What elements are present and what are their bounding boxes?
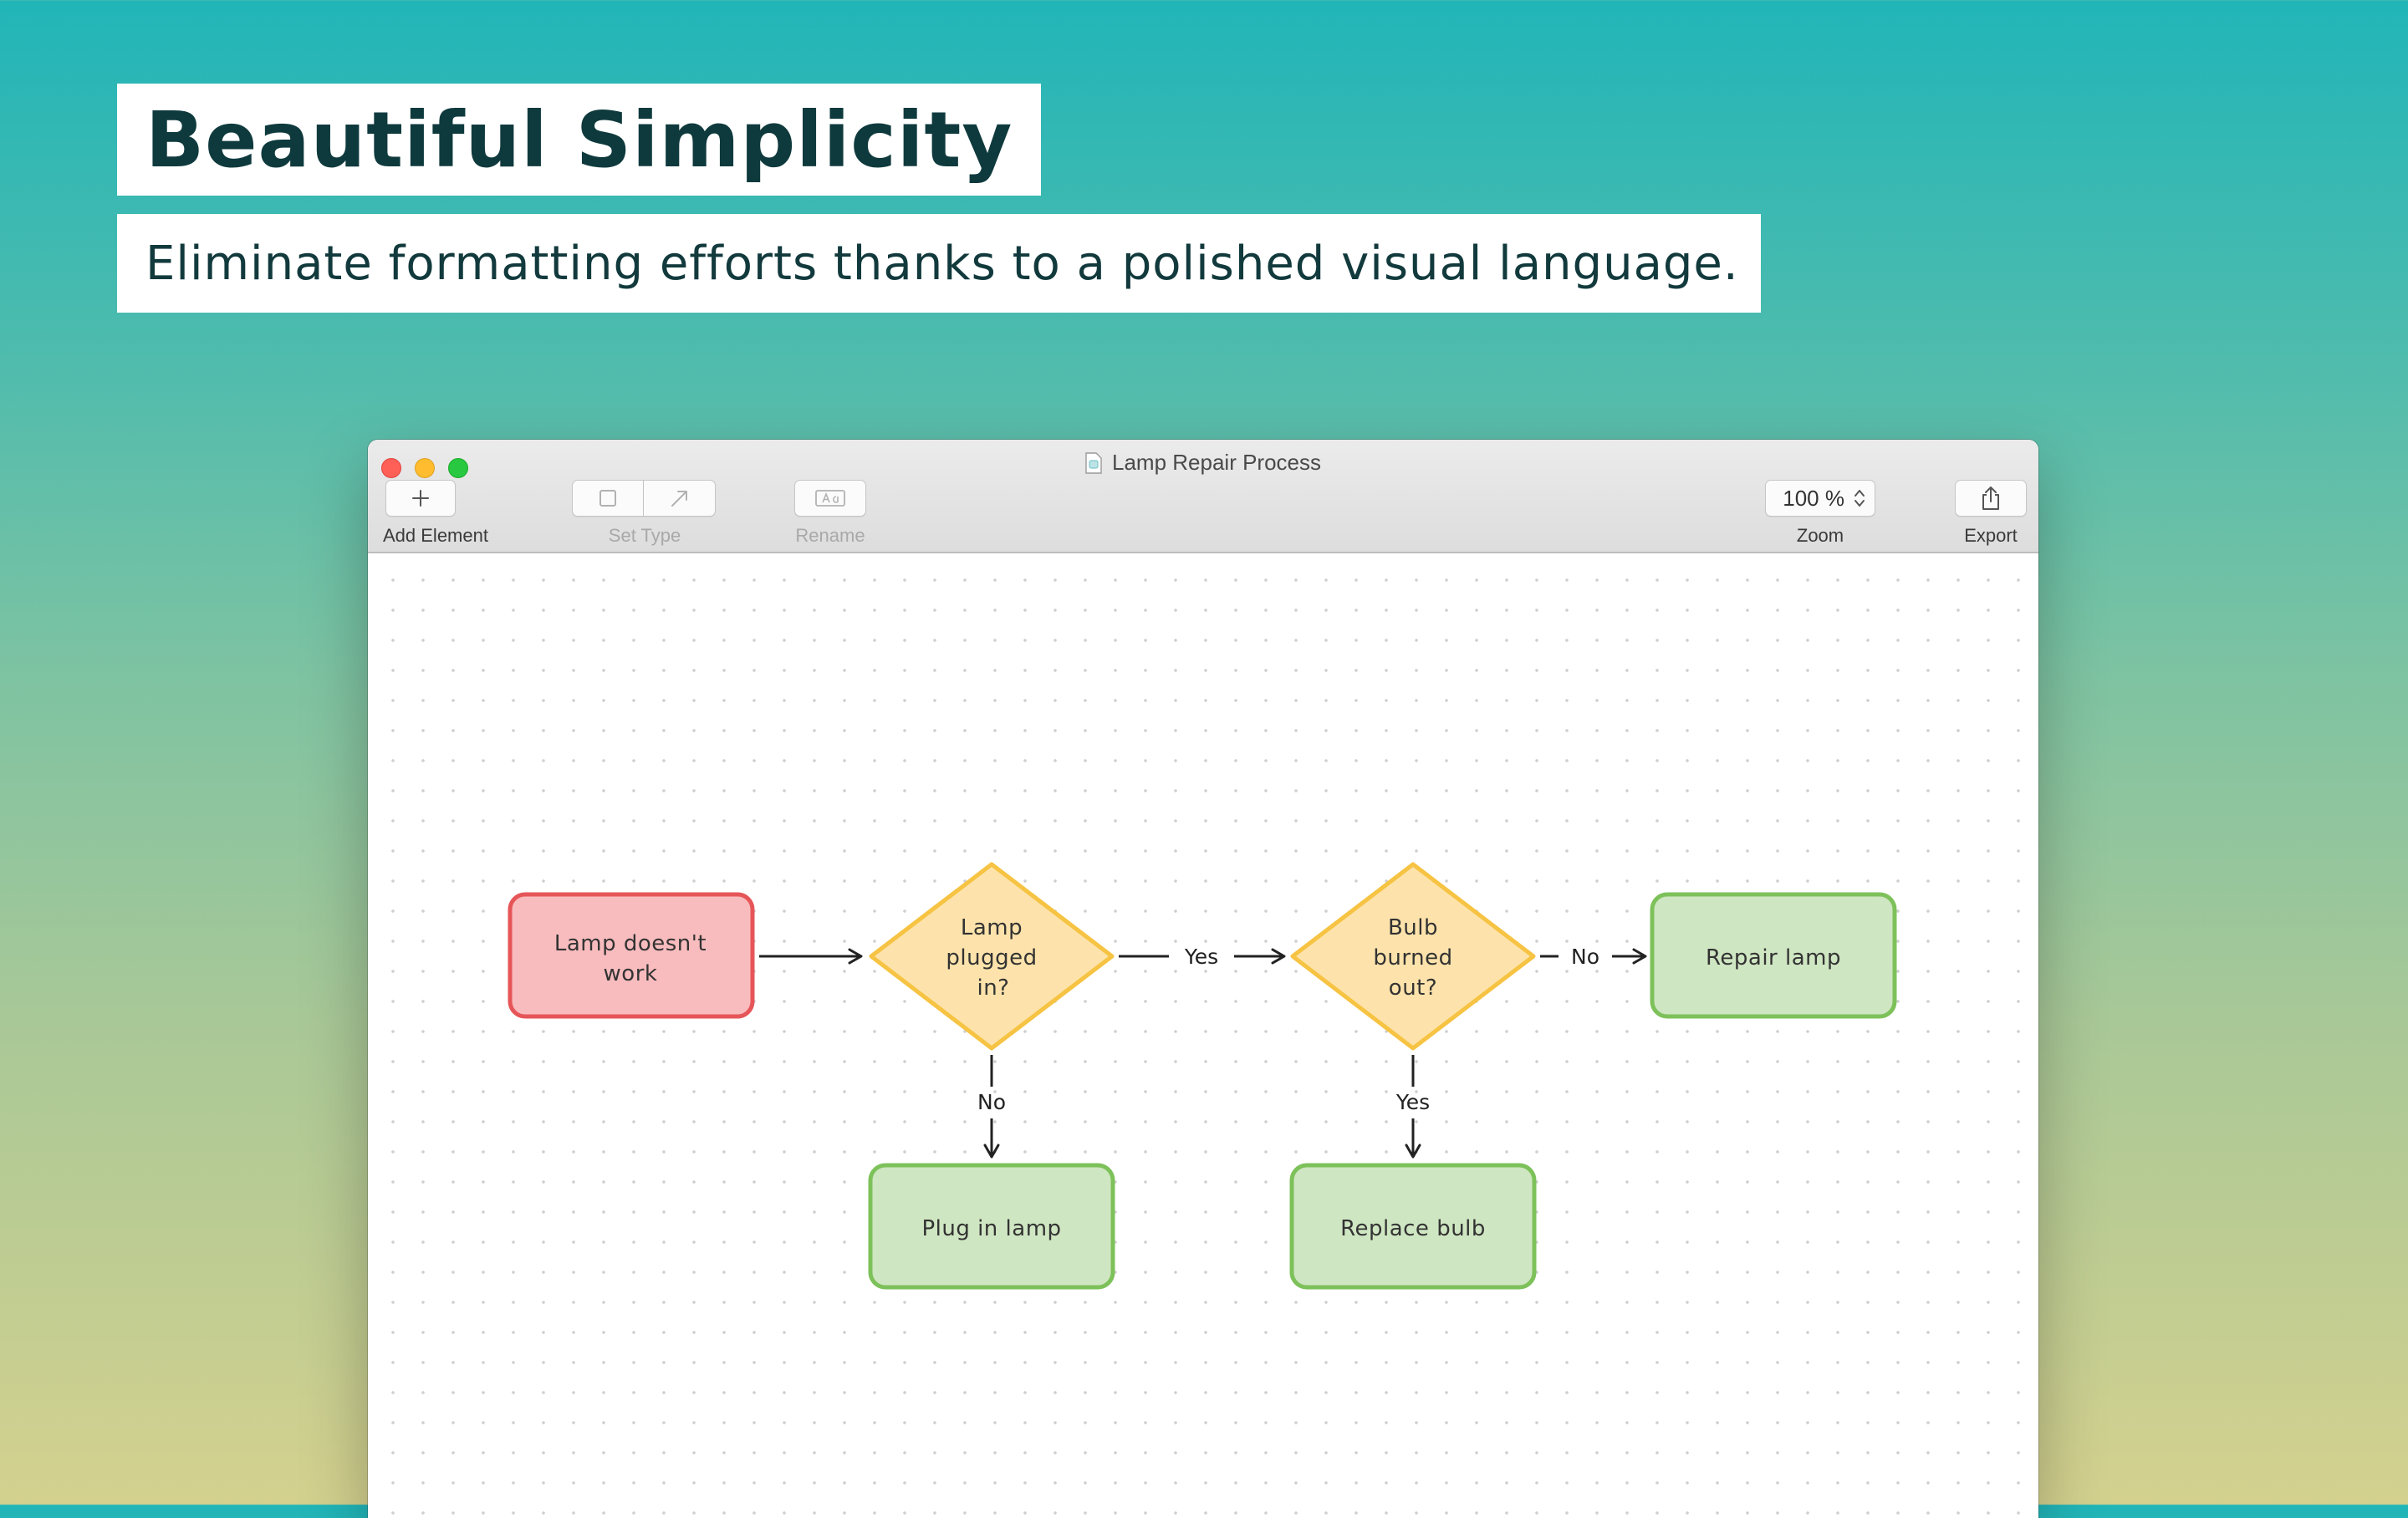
edge-label-plugged-yes: Yes — [1184, 945, 1218, 969]
node-plug-in-lamp[interactable]: Plug in lamp — [868, 1163, 1115, 1290]
arrow-diagonal-icon — [671, 491, 687, 507]
node-text-line: out? — [1389, 975, 1437, 1001]
node-text-line: Plug in lamp — [921, 1216, 1061, 1241]
node-bulb-burned-out[interactable]: Bulb burned out? — [1290, 862, 1536, 1051]
add-element-tool: Add Element — [383, 480, 488, 547]
titlebar: Lamp Repair Process Add Element — [368, 440, 2038, 553]
node-text-line: Repair lamp — [1706, 945, 1841, 970]
edge-burned-to-repair[interactable]: No — [1540, 945, 1647, 969]
stepper-arrows-icon[interactable] — [1853, 486, 1866, 510]
node-text-line: Lamp — [961, 915, 1023, 940]
node-text-line: plugged — [946, 945, 1037, 970]
export-tool: Export — [1953, 480, 2028, 547]
set-type-tool: Set Type — [572, 480, 717, 547]
node-repair-lamp[interactable]: Repair lamp — [1650, 892, 1897, 1019]
node-text-line: in? — [977, 975, 1009, 1001]
edge-burned-to-replace[interactable]: Yes — [1395, 1055, 1430, 1159]
edge-label-burned-no: No — [1571, 945, 1599, 969]
hero-title: Beautiful Simplicity — [117, 84, 1042, 196]
add-element-label: Add Element — [383, 525, 488, 546]
node-text-line: work — [604, 961, 658, 986]
zoom-tool: 100 % Zoom — [1764, 480, 1876, 547]
node-lamp-plugged-in[interactable]: Lamp plugged in? — [869, 862, 1115, 1051]
rename-label: Rename — [795, 525, 865, 546]
plus-icon — [412, 490, 429, 507]
rename-button[interactable] — [794, 480, 866, 517]
node-replace-bulb[interactable]: Replace bulb — [1289, 1163, 1537, 1290]
window-title-text: Lamp Repair Process — [1112, 450, 1321, 475]
edge-label-burned-yes: Yes — [1395, 1090, 1430, 1114]
rename-tool: Rename — [793, 480, 868, 547]
add-element-button[interactable] — [385, 480, 456, 517]
node-lamp-doesnt-work[interactable]: Lamp doesn't work — [508, 892, 755, 1019]
node-text-line: Replace bulb — [1340, 1216, 1486, 1241]
flowchart: Yes No No Yes Lamp doesn't wor — [508, 862, 1897, 1290]
app-window: Lamp Repair Process Add Element — [368, 440, 2038, 1518]
export-label: Export — [1964, 525, 2018, 546]
node-text-line: Bulb — [1388, 915, 1438, 940]
hero-subtitle: Eliminate formatting efforts thanks to a… — [117, 214, 1761, 313]
set-type-label: Set Type — [608, 525, 681, 546]
set-type-segmented — [572, 480, 717, 517]
set-type-connector-button[interactable] — [644, 480, 716, 517]
node-text-line: burned — [1373, 945, 1452, 970]
edge-plugged-to-burned[interactable]: Yes — [1119, 945, 1286, 969]
close-window-button[interactable] — [381, 458, 401, 478]
square-icon — [599, 490, 616, 507]
document-icon — [1085, 451, 1102, 474]
share-icon — [1982, 486, 1999, 510]
diagram-canvas[interactable]: Yes No No Yes Lamp doesn't wor — [368, 553, 2038, 1518]
zoom-window-button[interactable] — [448, 458, 468, 478]
zoom-stepper[interactable]: 100 % — [1765, 480, 1875, 517]
window-title: Lamp Repair Process — [368, 450, 2038, 476]
export-button[interactable] — [1955, 480, 2027, 517]
zoom-value: 100 % — [1783, 485, 1844, 511]
zoom-label: Zoom — [1796, 525, 1844, 546]
node-text-line: Lamp doesn't — [554, 931, 707, 956]
set-type-shape-button[interactable] — [572, 480, 644, 517]
edge-label-plugged-no: No — [977, 1090, 1006, 1114]
minimize-window-button[interactable] — [415, 458, 435, 478]
text-field-icon — [815, 490, 845, 507]
edge-plugged-to-plugin[interactable]: No — [977, 1055, 1006, 1159]
